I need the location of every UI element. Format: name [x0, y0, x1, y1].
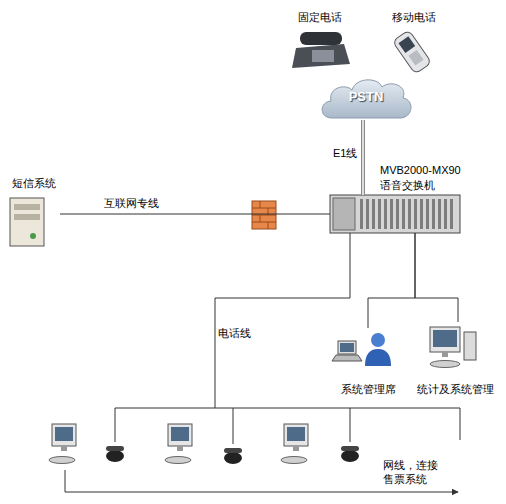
telephone-handset: [341, 446, 359, 451]
telephone-handset: [106, 446, 124, 451]
monitor: [168, 424, 192, 446]
workstation-icon: [281, 424, 308, 464]
node-label: 移动电话: [384, 10, 444, 24]
monitor-stand: [442, 352, 448, 357]
server-icon: [10, 198, 44, 246]
desk-phone-icon: [292, 32, 350, 68]
server-case: [10, 198, 44, 246]
switch-node: MVB2000-MX90 语音交换机: [330, 195, 460, 233]
node-label: 固定电话: [288, 10, 352, 24]
mobile-body: [392, 30, 431, 74]
person-head: [371, 333, 385, 347]
phone-node: 固定电话: [288, 10, 352, 70]
server-bay: [14, 214, 40, 220]
laptop-screen: [338, 341, 356, 354]
node-label: 短信系统: [12, 176, 60, 190]
edge-label: E1线: [333, 146, 357, 160]
annotation-label: 网线，连接 售票系统: [383, 458, 445, 486]
workstation-node: 统计及系统管理: [412, 322, 498, 396]
monitor-stand: [177, 446, 183, 451]
node-label: PSTN: [318, 90, 414, 104]
keyboard: [430, 361, 460, 368]
monitor-screen: [171, 427, 189, 441]
e1-trunk-inner: [362, 120, 363, 195]
switch-slots: [358, 199, 456, 229]
switch-chassis: [330, 195, 460, 233]
annotation-label: 电话线: [218, 326, 268, 340]
monitor-stand: [293, 446, 299, 451]
keyboard: [281, 457, 307, 464]
laptop-base: [332, 355, 362, 361]
pc-tower: [464, 332, 476, 360]
person-body: [365, 349, 391, 366]
admin-seat-icon: [332, 333, 391, 366]
server-led: [30, 233, 36, 239]
phone-wire: [115, 233, 460, 444]
node-label: 系统管理席: [330, 382, 406, 396]
mobile-phone-icon: [392, 30, 431, 74]
switch-panel: [333, 198, 355, 230]
monitor: [52, 424, 76, 446]
phone-node: 移动电话: [384, 10, 444, 70]
workstation-icon: [49, 424, 76, 464]
keyboard: [49, 457, 75, 464]
node-label: 统计及系统管理: [412, 382, 498, 396]
workstation-node: 系统管理席: [330, 328, 406, 396]
connector-line: [368, 233, 415, 328]
firewall-wall: [252, 201, 276, 229]
edge-label: 互联网专线: [104, 196, 159, 210]
laptop-display: [340, 343, 354, 352]
phone-handset: [300, 32, 342, 45]
telephone: [341, 450, 359, 462]
monitor-screen: [433, 330, 457, 347]
connector-line: [415, 233, 458, 322]
phone-keypad: [312, 50, 334, 62]
stats-pc-icon: [430, 327, 476, 368]
firewall-bricks: [252, 201, 276, 229]
node-label: MVB2000-MX90 语音交换机: [380, 163, 466, 193]
workstation-icon: [165, 424, 192, 464]
switch-device-icon: [330, 195, 460, 233]
telephone: [224, 452, 242, 464]
server-bay: [14, 204, 40, 210]
monitor-stand: [61, 446, 67, 451]
connector-line: [60, 214, 330, 215]
mobile-screen: [398, 36, 415, 53]
monitor-screen: [55, 427, 73, 441]
monitor: [430, 327, 460, 352]
firewall-icon: [252, 201, 276, 229]
keyboard: [165, 457, 191, 464]
server-node: 短信系统: [12, 176, 60, 248]
cloud-node: PSTN: [318, 76, 414, 120]
monitor: [284, 424, 308, 446]
telephone: [106, 450, 124, 462]
monitor-screen: [287, 427, 305, 441]
telephone-handset: [224, 448, 242, 453]
mobile-keys: [408, 50, 423, 66]
telephone-icons: [106, 446, 359, 464]
phone-base: [292, 44, 350, 68]
e1-trunk-line: [361, 120, 365, 195]
